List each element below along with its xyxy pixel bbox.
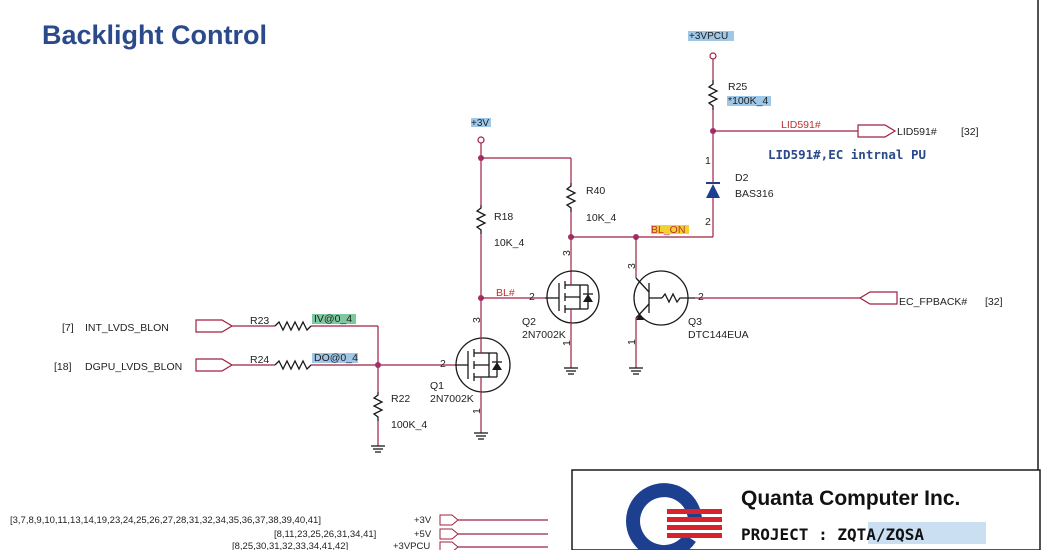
r18-ref: R18 [494,211,513,223]
bl-on-label: BL_ON [651,224,685,236]
lid591-page-ref: [32] [961,126,979,138]
vpcu-power-symbol [709,52,717,60]
ec-fpback-page-ref: [32] [985,296,1003,308]
q3-transistor: 2 3 1 Q3 DTC144EUA EC_FPBACK# [32] [626,237,1003,375]
d2-ref: D2 [735,172,749,184]
q1-ref: Q1 [430,380,444,392]
crossref-vpcu-rail: +3VPCU [393,541,430,550]
input-junction [375,362,381,368]
int-lvds-label: INT_LVDS_BLON [85,322,169,334]
dgpu-lvds-port-arrow [195,358,234,372]
q2-ref: Q2 [522,316,536,328]
vpcu-highlight [688,31,734,41]
bl-net-label: BL# [496,287,515,299]
project-highlight [868,522,986,544]
r18-value: 10K_4 [494,237,525,249]
q2-body [546,270,600,324]
lid591-wire-label: LID591# [781,119,821,131]
r18-resistor [475,205,487,234]
title-block: Quanta Computer Inc. PROJECT : ZQTA/ZQSA [571,0,1041,550]
q1-pin1: 1 [471,408,483,414]
r24-ref: R24 [250,354,269,366]
d2-value: BAS316 [735,188,774,200]
q2-value: 2N7002K [522,329,566,341]
input-section: [7] INT_LVDS_BLON R23 IV@0_4 [18] DGPU_L… [54,313,455,453]
r40-ref: R40 [586,185,605,197]
r25-ref: R25 [728,81,747,93]
cross-reference-block: [3,7,8,9,10,11,13,14,19,23,24,25,26,27,2… [10,514,548,550]
q2-pin1: 1 [561,340,573,346]
r40-value: 10K_4 [586,212,617,224]
r23-resistor [274,320,312,332]
vpcu-power-label: +3VPCU [689,31,728,42]
crossref-5v-pages: [8,11,23,25,26,31,34,41] [274,529,376,540]
int-lvds-page-ref: [7] [62,322,74,334]
q1-mosfet: 2 3 1 Q1 2N7002K [430,317,511,440]
r25-value-highlight [727,96,771,106]
crossref-3v-pages: [3,7,8,9,10,11,13,14,19,23,24,25,26,27,2… [10,515,321,526]
ec-fpback-label: EC_FPBACK# [899,296,967,308]
dgpu-lvds-page-ref: [18] [54,361,72,373]
q3-pin2: 2 [698,291,704,303]
r22-ref: R22 [391,393,410,405]
q3-pin1: 1 [626,339,638,345]
r23-ref: R23 [250,315,269,327]
r22-value: 100K_4 [391,419,427,431]
d2-pin1: 1 [705,155,711,167]
company-name: Quanta Computer Inc. [741,487,960,510]
quanta-logo-icon [626,483,722,550]
crossref-5v-rail: +5V [414,529,432,540]
vpcu-branch: +3VPCU R25 *100K_4 LID591# LID591# [32] … [688,31,979,237]
q1-pin3: 3 [471,317,483,323]
r24-value-highlight [312,353,358,363]
v3-branch: +3V R40 10K_4 BL_ON R18 10K_4 BL# [471,118,713,335]
lid591-note: LID591#,EC intrnal PU [768,147,926,162]
int-lvds-port-arrow [195,319,234,333]
project-name: PROJECT : ZQTA/ZQSA [741,525,924,544]
lid591-port-arrow [857,124,897,138]
r24-value: DO@0_4 [314,352,358,364]
v3-power-symbol [477,136,485,144]
r25-value: *100K_4 [728,95,768,107]
d2-pin2: 2 [705,216,711,228]
r23-value-highlight [312,314,356,324]
crossref-vpcu-pages: [8,25,30,31,32,33,34,41,42] [232,541,348,550]
q3-bias-resistor [661,292,695,304]
bl-on-highlight [651,225,689,234]
lid591-port-label: LID591# [897,126,937,138]
q1-pin2: 2 [440,358,446,370]
r22-resistor [372,392,384,421]
q3-value: DTC144EUA [688,329,749,341]
q2-pin3: 3 [561,250,573,256]
q1-value: 2N7002K [430,393,474,405]
v3-power-label: +3V [471,118,489,129]
r23-value: IV@0_4 [314,313,352,325]
r40-resistor [565,183,577,212]
page-title: Backlight Control [42,20,267,50]
q2-pin2: 2 [529,291,535,303]
r24-resistor [274,359,312,371]
r25-resistor [707,80,719,110]
q3-pin3: 3 [626,263,638,269]
d2-diode-body [706,184,720,198]
q2-mosfet: 2 3 1 Q2 2N7002K [522,250,600,375]
crossref-3v-rail: +3V [414,515,432,526]
q3-ref: Q3 [688,316,702,328]
dgpu-lvds-label: DGPU_LVDS_BLON [85,361,182,373]
ec-fpback-port-arrow [858,291,898,305]
v3-highlight [471,118,491,127]
